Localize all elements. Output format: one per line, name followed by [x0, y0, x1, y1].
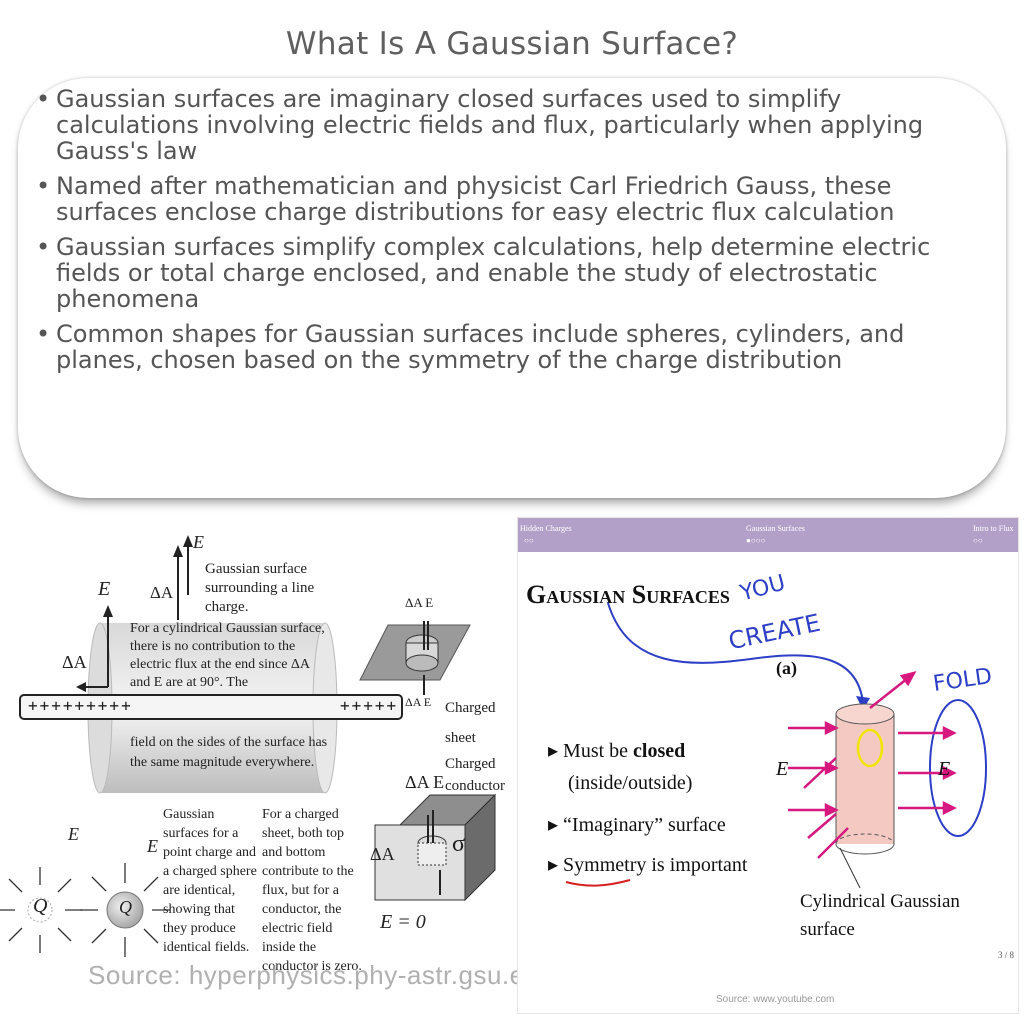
- cylinder-label: Cylindrical Gaussian surface: [800, 891, 960, 940]
- bullet-item: Named after mathematician and physicist …: [36, 173, 986, 225]
- nav-dots-left: ○○: [524, 536, 534, 545]
- bullet-item: Gaussian surfaces simplify complex calcu…: [36, 234, 986, 312]
- bullet-item: Gaussian surfaces are imaginary closed s…: [36, 86, 986, 164]
- nav-current-section: Gaussian Surfaces: [746, 524, 805, 533]
- charged-sphere-diagram: [80, 863, 170, 957]
- line-charge-plus-right: +++++: [340, 696, 399, 715]
- label-E-top: E: [193, 532, 204, 552]
- nav-next-section: Intro to Flux: [973, 524, 1014, 533]
- field-arrows: [788, 671, 957, 859]
- label-E-sphere: E: [147, 836, 158, 856]
- label-gaussian-surrounding: Gaussian surface surrounding a line char…: [205, 561, 315, 615]
- source-left: Source: hyperphysics.phy-astr.gsu.edu: [88, 960, 555, 990]
- label-E-vector-left: E: [776, 758, 789, 780]
- line-charge-plus-left: +++++++++: [28, 696, 133, 715]
- label-dA-E-sheet: ΔA E: [405, 595, 434, 610]
- label-charged-conductor: Charged conductor: [445, 756, 505, 794]
- point-text: Symmetry is important: [563, 854, 748, 876]
- label-dA-top: ΔA: [150, 583, 174, 602]
- sheet-conductor-text: For a charged sheet, both top and bottom…: [262, 807, 362, 974]
- label-Q-point: Q: [33, 895, 48, 917]
- label-sigma: σ: [452, 831, 465, 857]
- label-E-zero: E = 0: [380, 911, 426, 933]
- slide-point-inside-outside: (inside/outside): [568, 772, 693, 794]
- label-dA-conductor: ΔA: [370, 844, 395, 864]
- label-E-point: E: [68, 824, 79, 844]
- gaussian-surfaces-illustration: [0, 535, 497, 957]
- slide-point-imaginary: ▸ “Imaginary” surface: [548, 814, 726, 836]
- slide-heading: Gaussian Surfaces: [526, 580, 730, 609]
- label-E-left: E: [98, 578, 111, 600]
- cylinder-text-bottom: field on the sides of the surface has th…: [130, 735, 328, 770]
- label-E-vector-right: E: [938, 758, 951, 780]
- label-Q-sphere: Q: [119, 897, 132, 917]
- ink-arrow-path: [607, 602, 864, 704]
- slide-point-closed: ▸ Must be closed: [548, 740, 686, 762]
- slide-point-symmetry: ▸ Symmetry is important: [548, 854, 748, 876]
- slide-drawing: [565, 602, 987, 889]
- panel-label-a: (a): [776, 658, 797, 678]
- gaussian-cylinder: [836, 714, 894, 844]
- line-charge-rod: [19, 694, 403, 720]
- page-title: What Is A Gaussian Surface?: [285, 26, 739, 62]
- ink-underline: [565, 879, 631, 887]
- bullet-list: Gaussian surfaces are imaginary closed s…: [36, 86, 986, 382]
- label-charged-sheet: Charged sheet: [445, 700, 496, 746]
- point-text: “Imaginary” surface: [563, 814, 726, 836]
- label-dA-E-sheet-bottom: ΔA E: [405, 695, 432, 709]
- slide-nav-bar: Hidden Charges Gaussian Surfaces Intro t…: [518, 518, 1018, 552]
- cylinder-text-top: For a cylindrical Gaussian surface, ther…: [130, 621, 325, 690]
- highlight-ellipse: [856, 728, 884, 768]
- label-dA-E-conductor: ΔA E: [405, 772, 445, 792]
- point-text: Must be: [563, 740, 634, 762]
- point-charge-text: Gaussian surfaces for a point charge and…: [163, 807, 257, 955]
- nav-prev-section: Hidden Charges: [520, 524, 572, 533]
- point-bold: closed: [633, 740, 686, 762]
- bullet-item: Common shapes for Gaussian surfaces incl…: [36, 321, 986, 373]
- ink-fold-ellipse: [929, 699, 987, 837]
- youtube-slide: Hidden Charges Gaussian Surfaces Intro t…: [517, 517, 1019, 1014]
- nav-dots-center: ●○○○: [746, 536, 766, 545]
- slide-page-number: 3 / 8: [998, 950, 1015, 960]
- label-dA-left: ΔA: [62, 652, 87, 672]
- source-right: Source: www.youtube.com: [716, 994, 835, 1005]
- hyperphysics-figure: Gaussian surface surrounding a line char…: [0, 525, 505, 1015]
- nav-dots-right: ○○: [973, 536, 983, 545]
